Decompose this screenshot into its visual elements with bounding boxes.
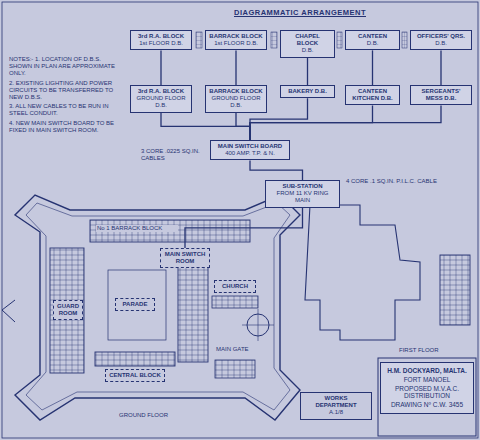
cable-run xyxy=(250,105,441,140)
cable-run xyxy=(307,58,308,85)
plan-room: GUARD ROOM xyxy=(53,300,83,320)
cable-run xyxy=(236,113,250,140)
barrack-block xyxy=(90,220,250,242)
distribution-board: CANTEEN KITCHEN D.B. xyxy=(345,85,400,105)
room-label: MAIN GATE xyxy=(215,346,261,353)
node-text: D.B. xyxy=(414,40,468,47)
title-block: H.M. DOCKYARD, MALTA.FORT MANOELPROPOSED… xyxy=(380,362,474,414)
distribution-board: 3rd R.A. BLOCK1st FLOOR D.B. xyxy=(130,30,192,50)
node-text: BAKERY D.B. xyxy=(284,88,331,95)
node-text: PROPOSED M.V.A.C. DISTRIBUTION xyxy=(385,385,469,401)
node-text: MAIN SWITCH BOARD xyxy=(214,143,286,150)
node-text: FORT MANOEL xyxy=(385,376,469,384)
cable-run xyxy=(160,50,161,85)
parade-ground xyxy=(108,270,166,340)
node-text: 1st FLOOR D.B. xyxy=(134,40,188,47)
note-text: 4. NEW MAIN SWITCH BOARD TO BE FIXED IN … xyxy=(8,120,126,134)
node-text: GROUND FLOOR D.B. xyxy=(209,95,263,109)
node-text: CANTEEN xyxy=(349,33,396,40)
note-text: 2. EXISTING LIGHTING AND POWER CIRCUITS … xyxy=(8,80,126,102)
node-text: 400 AMP. T.P. & N. xyxy=(214,150,286,157)
node-text: PARADE xyxy=(119,301,151,308)
node-text: SUB-STATION xyxy=(269,183,336,190)
church-building xyxy=(212,296,258,308)
cable-run xyxy=(185,208,303,248)
distribution-board: BAKERY D.B. xyxy=(280,85,335,98)
node-text: D.B. xyxy=(284,47,331,54)
south-block xyxy=(95,352,175,366)
cable-note: 4 CORE .1 SQ.IN. P.I.L.C. CABLE xyxy=(345,178,447,185)
drawing-title: DIAGRAMMATIC ARRANGEMENT xyxy=(232,8,368,17)
title-frame xyxy=(378,358,476,436)
node-text: OFFICERS' QRS. xyxy=(414,33,468,40)
node-text: CANTEEN KITCHEN D.B. xyxy=(349,88,396,102)
node-text: MAIN SWITCH ROOM xyxy=(164,251,206,265)
node-text: DRAWING Nº C.W. 3455 xyxy=(385,401,469,409)
plan-room: PARADE xyxy=(115,298,155,311)
node-text: SERGEANTS' MESS D.B. xyxy=(414,88,468,102)
cable-run xyxy=(440,50,441,85)
view-title: FIRST FLOOR xyxy=(398,347,460,354)
distribution-board: CHAPEL BLOCKD.B. xyxy=(280,30,335,58)
node-text: GROUND FLOOR D.B. xyxy=(134,95,188,109)
node-text: CHURCH xyxy=(218,283,252,290)
distribution-board: SERGEANTS' MESS D.B. xyxy=(410,85,472,105)
node-text: GUARD ROOM xyxy=(57,303,79,317)
node-text: D.B. xyxy=(349,40,396,47)
cable-run xyxy=(161,113,250,140)
sub-station: SUB-STATIONFROM 11 KV RING MAIN xyxy=(265,180,340,208)
note-text: 3. ALL NEW CABLES TO BE RUN IN STEEL CON… xyxy=(8,103,126,117)
node-text: 1st FLOOR D.B. xyxy=(209,40,263,47)
distribution-board: CANTEEND.B. xyxy=(345,30,400,50)
cross-mark xyxy=(242,309,274,341)
board-grid xyxy=(337,32,342,48)
node-text: 3rd R.A. BLOCK xyxy=(134,88,188,95)
plan-room: CHURCH xyxy=(214,280,256,293)
node-text: WORKS DEPARTMENT xyxy=(304,395,368,409)
distribution-board: BARRACK BLOCKGROUND FLOOR D.B. xyxy=(205,85,267,113)
gate-block xyxy=(215,360,255,378)
cable-run xyxy=(235,50,236,85)
node-text: CHAPEL BLOCK xyxy=(284,33,331,47)
ravelin xyxy=(2,300,15,322)
view-title: GROUND FLOOR xyxy=(118,412,200,419)
node-text: H.M. DOCKYARD, MALTA. xyxy=(385,367,469,375)
notes-block: NOTES:- 1. LOCATION OF D.B.S. SHOWN IN P… xyxy=(8,56,126,136)
fort-inner-line xyxy=(26,203,290,410)
fort-outline xyxy=(15,195,300,420)
node-text: A.1/8 xyxy=(304,409,368,416)
node-text: BARRACK BLOCK xyxy=(209,33,263,40)
first-floor-outline xyxy=(305,205,420,340)
node-text: CENTRAL BLOCK xyxy=(109,372,161,379)
node-text: FROM 11 KV RING MAIN xyxy=(269,190,336,204)
board-grid xyxy=(196,32,202,48)
outbuilding xyxy=(440,255,470,325)
west-block xyxy=(50,248,84,373)
node-text: 3rd R.A. BLOCK xyxy=(134,33,188,40)
plan-room: CENTRAL BLOCK xyxy=(105,369,165,382)
board-grid xyxy=(402,32,407,48)
distribution-board: OFFICERS' QRS.D.B. xyxy=(410,30,472,50)
node-text: BARRACK BLOCK xyxy=(209,88,263,95)
distribution-board: BARRACK BLOCK1st FLOOR D.B. xyxy=(205,30,267,50)
cable-run xyxy=(372,50,373,85)
board-grid xyxy=(271,32,277,48)
distribution-board: 3rd R.A. BLOCKGROUND FLOOR D.B. xyxy=(130,85,192,113)
cable-note: 3 CORE .0225 SQ.IN. CABLES xyxy=(140,148,208,162)
note-text: NOTES:- 1. LOCATION OF D.B.S. SHOWN IN P… xyxy=(8,56,126,78)
department-stamp: WORKS DEPARTMENTA.1/8 xyxy=(300,392,372,420)
plan-room: MAIN SWITCH ROOM xyxy=(160,248,210,268)
cable-run xyxy=(250,160,303,180)
central-range xyxy=(178,262,208,362)
main-switch-board: MAIN SWITCH BOARD400 AMP. T.P. & N. xyxy=(210,140,290,160)
room-label: No 1 BARRACK BLOCK xyxy=(96,225,178,232)
